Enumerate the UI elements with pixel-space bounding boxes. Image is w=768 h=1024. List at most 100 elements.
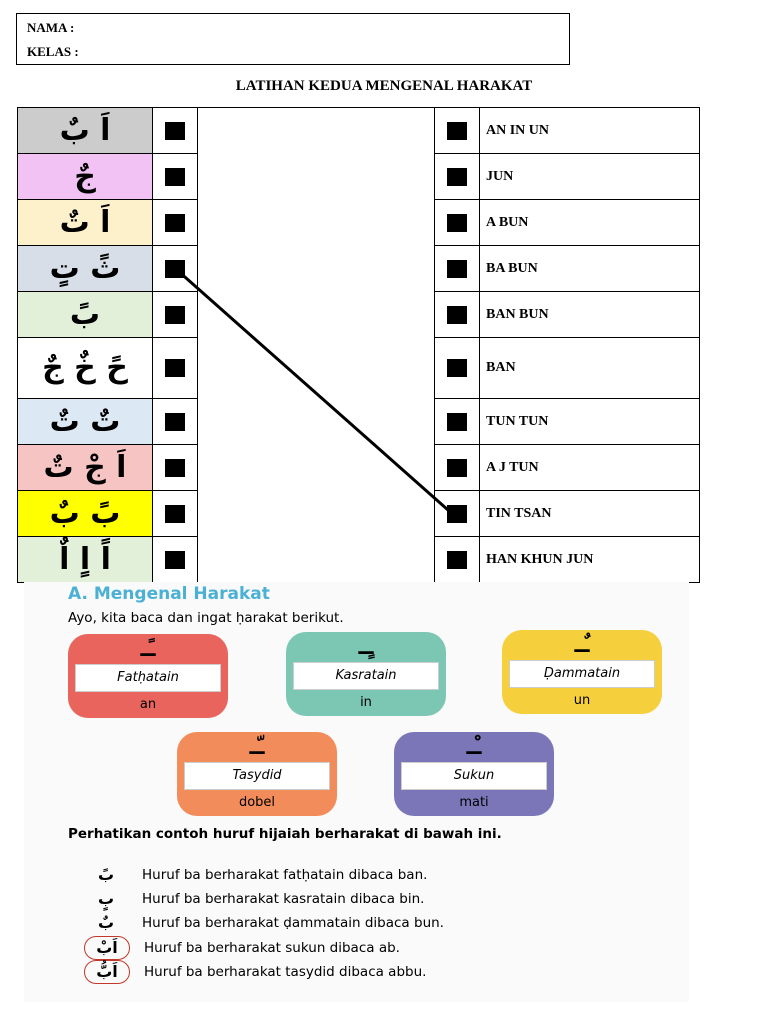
arabic-cell: تٌ تٌ [17, 398, 153, 445]
right-checkbox[interactable] [434, 107, 480, 154]
square-marker [447, 259, 467, 278]
harakat-glyph: ـّـ [249, 735, 265, 760]
square-marker [447, 412, 467, 431]
example-text: Huruf ba berharakat ḍammatain dibaca bun… [142, 915, 444, 931]
latin-label: A BUN [479, 199, 700, 246]
right-checkbox[interactable] [434, 245, 480, 292]
arabic-cell: جٌ [17, 153, 153, 200]
kelas-label: KELAS : [27, 44, 79, 59]
example-arabic: اَبْ [84, 936, 130, 960]
example-row: بٍ Huruf ba berharakat kasratain dibaca b… [84, 888, 425, 912]
square-marker [165, 167, 185, 186]
right-checkbox[interactable] [434, 153, 480, 200]
example-arabic: بٍ [97, 889, 115, 908]
table-row: اَ تٌ A BUN [17, 199, 700, 246]
arabic-cell: بً [17, 291, 153, 338]
observation-instruction: Perhatikan contoh huruf hijaiah berharak… [68, 826, 502, 842]
harakat-name: Ḍammatain [509, 660, 655, 688]
harakat-card-tasydid: ـّـ Tasydid dobel [177, 732, 337, 816]
square-marker [447, 550, 467, 569]
left-checkbox[interactable] [152, 245, 198, 292]
answer-connector-line[interactable] [176, 268, 449, 512]
left-checkbox[interactable] [152, 490, 198, 537]
left-checkbox[interactable] [152, 337, 198, 399]
arabic-cell: حً خٌ جٌ [17, 337, 153, 399]
square-marker [165, 412, 185, 431]
harakat-sound: dobel [238, 795, 276, 810]
name-class-box: NAMA : KELAS : [16, 13, 570, 65]
square-marker [165, 359, 185, 378]
arabic-cell: ثً تٍ [17, 245, 153, 292]
example-row: اَبُّ Huruf ba berharakat tasydid dibaca … [84, 960, 426, 984]
right-checkbox[interactable] [434, 291, 480, 338]
harakat-card-kasratain: ـٍـ Kasratain in [286, 632, 446, 716]
latin-label: JUN [479, 153, 700, 200]
harakat-card-fathatain: ـًـ Fatḥatain an [68, 634, 228, 718]
harakat-card-dammatain: ـٌـ Ḍammatain un [502, 630, 662, 714]
table-row: تٌ تٌ TUN TUN [17, 398, 700, 445]
harakat-name: Fatḥatain [75, 664, 221, 692]
harakat-sound: an [139, 697, 157, 712]
right-checkbox[interactable] [434, 398, 480, 445]
harakat-card-sukun: ـْـ Sukun mati [394, 732, 554, 816]
worksheet-title: LATIHAN KEDUA MENGENAL HARAKAT [235, 78, 533, 94]
harakat-sound: mati [459, 795, 489, 810]
harakat-name: Kasratain [293, 662, 439, 690]
example-arabic: اَبُّ [84, 960, 130, 984]
connection-area[interactable] [197, 107, 435, 583]
table-row: حً خٌ جٌ BAN [17, 337, 700, 399]
harakat-sound: in [360, 695, 372, 710]
example-row: بٌ Huruf ba berharakat ḍammatain dibaca b… [84, 912, 444, 936]
table-row: ثً تٍ BA BUN [17, 245, 700, 292]
example-row: اَبْHuruf ba berharakat sukun dibaca ab. [84, 936, 400, 960]
square-marker [165, 458, 185, 477]
square-marker [165, 121, 185, 140]
table-row: جٌ JUN [17, 153, 700, 200]
arabic-cell: اَ تٌ [17, 199, 153, 246]
harakat-glyph: ـْـ [466, 735, 482, 760]
latin-label: BA BUN [479, 245, 700, 292]
square-marker [447, 121, 467, 140]
left-checkbox[interactable] [152, 444, 198, 491]
example-text: Huruf ba berharakat kasratain dibaca bin… [142, 891, 425, 907]
right-checkbox[interactable] [434, 199, 480, 246]
example-arabic: بً [97, 865, 115, 884]
harakat-name: Tasydid [184, 762, 330, 790]
harakat-glyph: ـٍـ [358, 635, 374, 660]
left-checkbox[interactable] [152, 199, 198, 246]
square-marker [447, 213, 467, 232]
arabic-cell: بً بٌ [17, 490, 153, 537]
latin-label: AN IN UN [479, 107, 700, 154]
square-marker [165, 550, 185, 569]
square-marker [447, 359, 467, 378]
example-text: Huruf ba berharakat fatḥatain dibaca ban… [142, 867, 428, 883]
matching-table: اَ بٌ AN IN UN جٌ JUN اَ تٌ A BUN ثً تٍ … [17, 107, 700, 583]
nama-label: NAMA : [27, 20, 75, 35]
right-checkbox[interactable] [434, 536, 480, 583]
latin-label: TIN TSAN [479, 490, 700, 537]
example-arabic: بٌ [97, 913, 115, 932]
example-row: بً Huruf ba berharakat fatḥatain dibaca b… [84, 864, 427, 888]
lesson-intro: Ayo, kita baca dan ingat ḥarakat berikut… [68, 610, 344, 626]
square-marker [447, 167, 467, 186]
left-checkbox[interactable] [152, 153, 198, 200]
harakat-glyph: ـٌـ [574, 633, 590, 658]
harakat-glyph: ـًـ [140, 637, 156, 662]
example-text: Huruf ba berharakat tasydid dibaca abbu. [144, 964, 427, 980]
harakat-name: Sukun [401, 762, 547, 790]
square-marker [447, 305, 467, 324]
left-checkbox[interactable] [152, 536, 198, 583]
square-marker [165, 213, 185, 232]
arabic-cell: اَ جْ تٌ [17, 444, 153, 491]
table-row: اَ جْ تٌ A J TUN [17, 444, 700, 491]
lesson-heading: A. Mengenal Harakat [68, 584, 270, 604]
harakat-sound: un [573, 693, 591, 708]
square-marker [165, 305, 185, 324]
table-row: بً BAN BUN [17, 291, 700, 338]
square-marker [447, 458, 467, 477]
arabic-cell: اً اٍ اٌ [17, 536, 153, 583]
table-row: اَ بٌ AN IN UN [17, 107, 700, 583]
left-checkbox[interactable] [152, 398, 198, 445]
latin-label: A J TUN [479, 444, 700, 491]
